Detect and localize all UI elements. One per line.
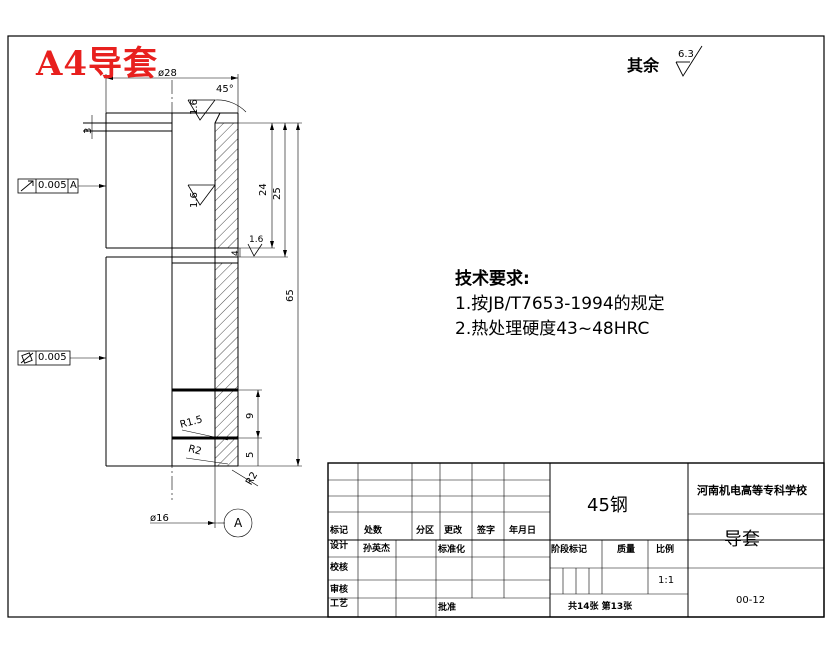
dim-len-5: 5 [245, 451, 256, 458]
tolerance-value-runout: 0.005 [38, 180, 67, 191]
datum-label: A [234, 516, 243, 530]
section-hatch-lower [214, 262, 239, 467]
drawing-title: A4导套 [36, 44, 159, 84]
tech-req-heading: 技术要求: [455, 269, 530, 289]
tb-scale-value: 1:1 [658, 575, 675, 586]
dim-len-9: 9 [245, 412, 256, 419]
tb-drawing-no: 00-12 [736, 595, 766, 606]
tolerance-datum-runout: A [70, 180, 77, 191]
tb-designer: 孙英杰 [363, 544, 391, 554]
tb-header-count: 处数 [364, 526, 383, 536]
title-block-grid [327, 462, 825, 618]
dim-len-4: 4 [231, 250, 241, 256]
tolerance-value-cylindricity: 0.005 [38, 352, 67, 363]
dim-inner-dia: ø16 [150, 513, 169, 524]
roughness-marks [187, 99, 263, 257]
tb-sheet-info: 共14张 第13张 [568, 602, 633, 612]
roughness-symbol-general [675, 45, 703, 77]
dim-groove-width: 3 [83, 127, 94, 134]
tb-header-sign: 签字 [477, 526, 496, 536]
tech-req-item-2: 2.热处理硬度43~48HRC [455, 319, 650, 339]
tb-header-review: 审核 [330, 585, 349, 595]
dim-chamfer: 45° [216, 84, 234, 95]
tb-header-weight: 质量 [617, 545, 636, 555]
dim-len-25: 25 [272, 187, 283, 200]
tb-header-check: 校核 [330, 563, 349, 573]
tb-header-stage: 阶段标记 [551, 545, 588, 555]
tech-req-item-1: 1.按JB/T7653-1994的规定 [455, 294, 665, 314]
tb-header-standard: 标准化 [438, 545, 466, 555]
tb-header-design: 设计 [330, 541, 349, 551]
tb-school: 河南机电高等专科学校 [697, 484, 807, 497]
tb-header-change: 更改 [444, 526, 463, 536]
tb-header-scale: 比例 [656, 545, 675, 555]
tb-header-zone: 分区 [416, 526, 435, 536]
dim-roughness-groove: 1.6 [249, 235, 264, 245]
tb-header-process: 工艺 [330, 599, 349, 609]
tb-header-mark: 标记 [330, 526, 349, 536]
dim-roughness-mid: 1.6 [189, 192, 200, 208]
dim-len-65: 65 [285, 289, 296, 302]
dim-roughness-top: 1.6 [189, 99, 200, 115]
section-hatch-upper [214, 122, 239, 249]
dimension-lines [70, 74, 302, 538]
tb-material: 45钢 [587, 495, 628, 516]
dim-outer-dia: ø28 [158, 68, 177, 79]
dim-len-24: 24 [258, 183, 269, 196]
tb-header-date: 年月日 [509, 526, 537, 536]
tb-header-approve: 批准 [438, 603, 457, 613]
tb-part-name: 导套 [724, 529, 760, 550]
arrowheads [99, 76, 300, 525]
surface-note-roughness: 6.3 [678, 49, 694, 60]
tolerance-symbols [20, 180, 34, 364]
surface-note-text: 其余 [627, 56, 660, 75]
tolerance-frames [17, 178, 79, 366]
